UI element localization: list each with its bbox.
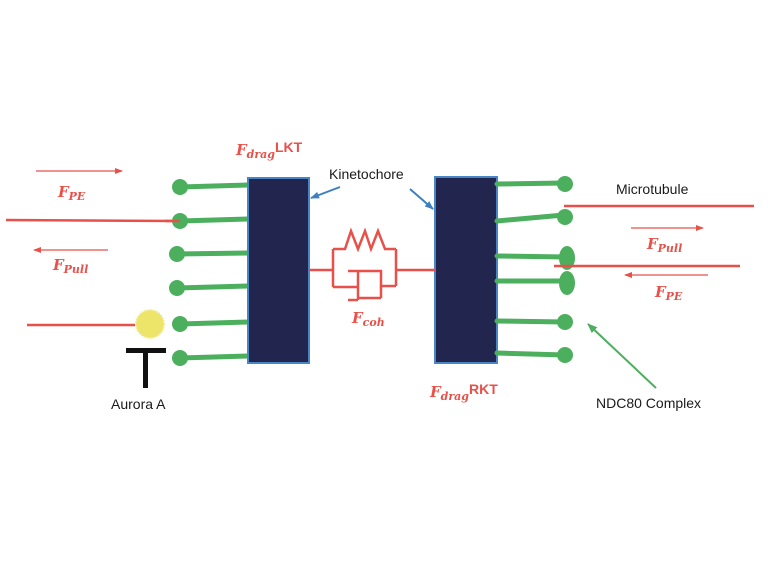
right-ndc80-heads <box>557 176 575 363</box>
kinetochore-pointer-right <box>409 188 434 210</box>
inhibition-t-icon <box>126 348 166 388</box>
force-pull-right-label: FPull <box>647 235 683 255</box>
force-coh-label: Fcoh <box>352 309 385 329</box>
force-drag-lkt-label: FdragLKT <box>236 139 303 161</box>
left-ndc80-heads <box>169 179 188 366</box>
aurora-a-label: Aurora A <box>111 396 166 412</box>
force-pe-right-label: FPE <box>655 283 683 303</box>
cohesion-spring-dashpot <box>310 227 435 302</box>
left-kinetochore <box>247 177 310 364</box>
right-kinetochore <box>434 176 498 364</box>
aurora-a-icon <box>135 309 165 339</box>
force-pull-left-label: FPull <box>53 256 89 276</box>
ndc80-pointer <box>587 323 657 389</box>
kinetochore-label: Kinetochore <box>329 166 404 182</box>
left-ndc80-links <box>174 182 251 361</box>
microtubule-label: Microtubule <box>616 181 689 197</box>
left-microtubule-top <box>5 218 181 223</box>
ndc80-complex-label: NDC80 Complex <box>596 395 702 411</box>
force-drag-rkt-label: FdragRKT <box>430 381 498 403</box>
right-ndc80-links <box>494 180 569 358</box>
kinetochore-pointer-left <box>310 186 341 199</box>
force-pe-left-label: FPE <box>58 183 86 203</box>
